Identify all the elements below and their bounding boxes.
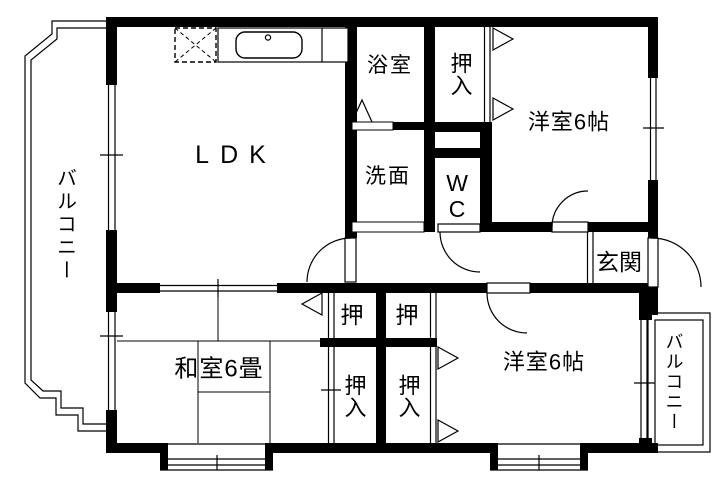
label-toilet: WC [444, 170, 471, 222]
closet-arrows [300, 26, 515, 444]
label-bath: 浴室 [367, 53, 413, 77]
tatami-lines [117, 293, 328, 443]
label-closet-upper: 押入 [447, 52, 473, 96]
windows [100, 78, 664, 438]
bath-folding-door [351, 98, 373, 123]
label-entrance: 玄関 [596, 248, 642, 275]
walls [106, 17, 658, 470]
label-closet-top-left: 押 [340, 301, 364, 328]
thresholds [351, 121, 425, 233]
doors [306, 190, 702, 334]
label-ldk: LDK [195, 140, 277, 169]
kitchen-fixtures [174, 27, 349, 63]
label-western-room-bottom: 洋室6帖 [502, 349, 586, 375]
label-closet-top-right: 押 [395, 301, 419, 328]
bay-windows [160, 443, 588, 471]
label-japanese-room: 和室6畳 [174, 355, 264, 383]
label-washroom: 洗面 [365, 164, 411, 188]
label-balcony-left: バルコニー [53, 167, 76, 283]
label-balcony-right: バルコニー [663, 332, 684, 432]
label-closet-bottom-left: 押入 [341, 374, 367, 418]
label-closet-bottom-right: 押入 [395, 374, 421, 418]
label-western-room-top: 洋室6帖 [527, 109, 611, 135]
balcony-left-outline [24, 20, 107, 432]
